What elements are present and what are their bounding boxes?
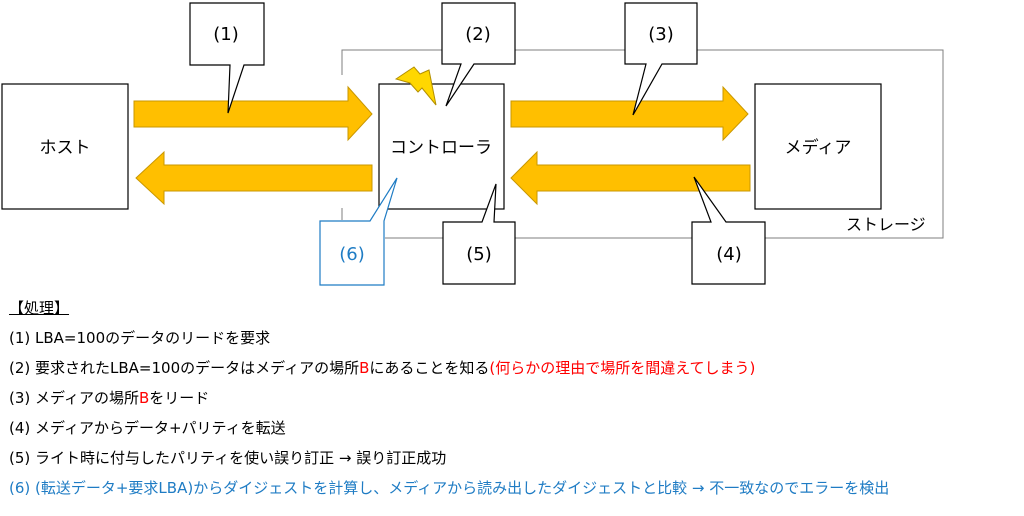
process-step-3-letter: B [138,389,150,407]
process-step-2-rest: にあることを知る [369,359,490,377]
process-step-3: (3) メディアの場所Bをリード [9,383,1019,413]
controller-box: コントローラ [378,83,505,210]
controller-label: コントローラ [390,138,492,158]
callout-6-label: (6) [339,244,365,265]
storage-label: ストレージ [846,215,926,234]
data-flow-diagram: ストレージ ホスト コントローラ メディア (1) (2) (3) (4) [1,2,944,286]
process-step-2-note: (何らかの理由で場所を間違えてしまう) [489,359,756,377]
arrow-host-to-controller [133,85,373,142]
process-step-3-main: (3) メディアの場所 [9,389,139,407]
arrow-controller-to-media [510,85,749,142]
process-step-1: (1) LBA=100のデータのリードを要求 [9,329,271,347]
callout-4: (4) [691,176,766,285]
callout-2-label: (2) [465,24,491,45]
host-label: ホスト [40,138,91,158]
host-box: ホスト [1,83,129,210]
callout-6: (6) [319,177,398,286]
process-step-2-main: (2) 要求されたLBA=100のデータはメディアの場所 [9,359,360,377]
callout-5-label: (5) [466,244,492,265]
media-label: メディア [785,137,852,158]
callout-5: (5) [442,183,516,285]
callout-3-label: (3) [648,24,674,45]
arrow-media-to-controller [510,150,751,206]
process-step-2-letter: B [359,359,370,377]
process-heading: 【処理】 [9,299,70,317]
process-list: 【処理】 (1) LBA=100のデータのリードを要求 (2) 要求されたLBA… [9,293,1019,503]
process-step-4: (4) メディアからデータ+パリティを転送 [9,419,286,437]
lightning-icon [394,66,437,106]
process-step-6: (6) (転送データ+要求LBA)からダイジェストを計算し、メディアから読み出し… [9,479,890,497]
callout-1: (1) [189,2,265,114]
callout-4-label: (4) [716,244,742,265]
process-step-5: (5) ライト時に付与したパリティを使い誤り訂正 → 誤り訂正成功 [9,449,447,467]
process-step-2: (2) 要求されたLBA=100のデータはメディアの場所Bにあることを知る(何ら… [9,353,1019,383]
process-step-3-rest: をリード [149,389,210,407]
callout-3: (3) [624,2,698,116]
callout-1-label: (1) [213,24,239,45]
media-box: メディア [754,83,882,210]
arrow-controller-to-host [135,150,373,206]
callout-2: (2) [441,2,516,107]
storage-boundary [341,49,944,239]
